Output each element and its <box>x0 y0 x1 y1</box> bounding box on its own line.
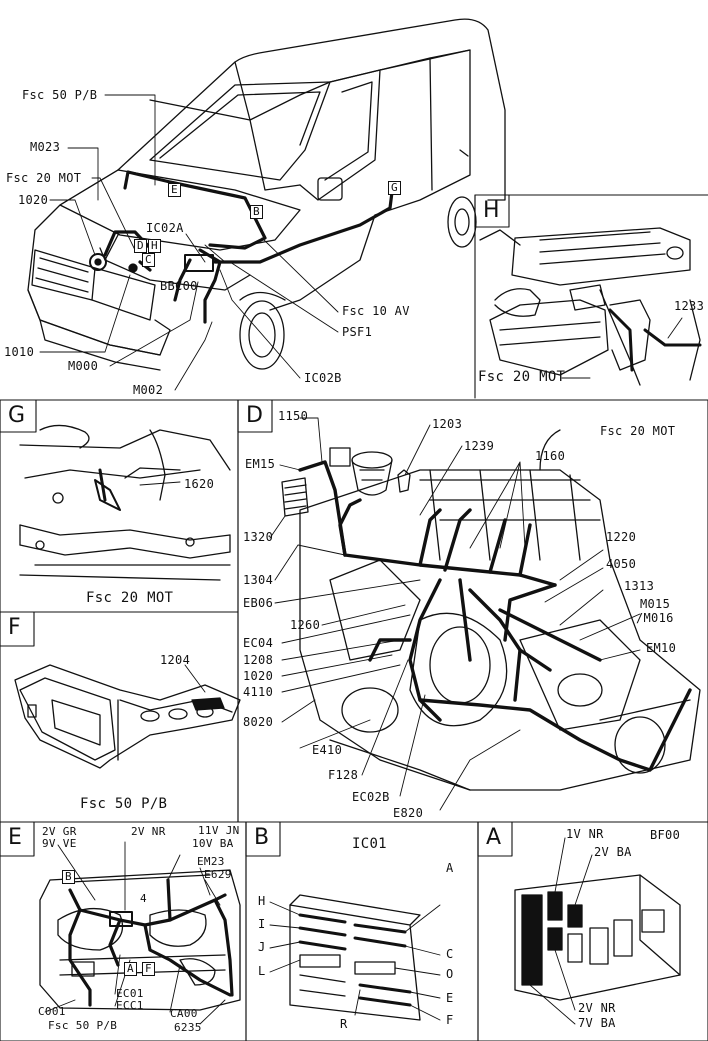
label-d-e820: E820 <box>393 806 424 820</box>
label-b-j: J <box>258 940 266 954</box>
tag-h: H <box>148 239 161 253</box>
tag-e-b: B <box>62 870 75 884</box>
label-a-1vnr: 1V NR <box>566 827 604 841</box>
panel-a-letter: A <box>486 825 502 850</box>
label-1620: 1620 <box>184 477 215 491</box>
panel-f-drawing <box>14 664 241 769</box>
label-b-f: F <box>446 1013 454 1027</box>
panel-d-title: Fsc 20 MOT <box>600 424 676 438</box>
label-1010: 1010 <box>4 345 35 359</box>
label-fsc50pb: Fsc 50 P/B <box>22 88 98 102</box>
label-d-m016: /M016 <box>636 611 674 625</box>
panel-h-caption: Fsc 20 MOT <box>478 369 566 385</box>
label-d-4050: 4050 <box>606 557 637 571</box>
panel-f-letter: F <box>8 615 21 640</box>
tag-g: G <box>388 181 401 195</box>
label-d-1220: 1220 <box>606 530 637 544</box>
panel-d-letter: D <box>246 403 263 428</box>
label-ic02b: IC02B <box>304 371 342 385</box>
label-m002: M002 <box>133 383 164 397</box>
label-b-a: A <box>446 861 454 875</box>
panel-b-letter: B <box>254 825 270 850</box>
label-b-h: H <box>258 894 266 908</box>
panel-g-caption: Fsc 20 MOT <box>86 590 174 606</box>
label-d-1150: 1150 <box>278 409 309 423</box>
panel-h-letter: H <box>483 198 500 223</box>
label-b-c: C <box>446 947 454 961</box>
label-d-1260: 1260 <box>290 618 321 632</box>
tag-e: E <box>168 183 181 197</box>
tag-e-f: F <box>142 962 155 976</box>
label-b-l: L <box>258 964 266 978</box>
label-psf1: PSF1 <box>342 325 373 339</box>
label-1204: 1204 <box>160 653 191 667</box>
label-e-fsc50pb: Fsc 50 P/B <box>48 1019 118 1032</box>
label-e-4: 4 <box>140 892 147 905</box>
label-1233: 1233 <box>674 299 705 313</box>
label-e-2vgr: 2V GR <box>42 825 77 838</box>
label-d-e410: E410 <box>312 743 343 757</box>
label-d-1313: 1313 <box>624 579 655 593</box>
label-e-e629: E629 <box>204 868 232 881</box>
tag-c: C <box>142 253 155 267</box>
label-e-2vnr: 2V NR <box>131 825 166 838</box>
label-b-r: R <box>340 1017 348 1031</box>
label-bbc00: BBC00 <box>160 279 198 293</box>
label-b-o: O <box>446 967 454 981</box>
van-drawing <box>27 18 506 371</box>
label-e-ecc1: ECC1 <box>116 999 144 1012</box>
panel-b-title: IC01 <box>352 836 387 852</box>
label-e-c001: C001 <box>38 1005 66 1018</box>
panel-a-drawing <box>514 837 681 1025</box>
label-d-4110: 4110 <box>243 685 274 699</box>
label-a-7vba: 7V BA <box>578 1016 616 1030</box>
panel-f-caption: Fsc 50 P/B <box>80 796 168 812</box>
panel-b-drawing <box>269 894 441 1021</box>
label-fsc20mot: Fsc 20 MOT <box>6 171 82 185</box>
label-d-1203: 1203 <box>432 417 463 431</box>
label-d-1160: 1160 <box>535 449 566 463</box>
label-e-em23: EM23 <box>197 855 225 868</box>
label-d-8020: 8020 <box>243 715 274 729</box>
label-fsc10av: Fsc 10 AV <box>342 304 410 318</box>
label-d-1320: 1320 <box>243 530 274 544</box>
label-d-1208: 1208 <box>243 653 274 667</box>
label-e-ca00: CA00 <box>170 1007 198 1020</box>
label-a-2vba: 2V BA <box>594 845 632 859</box>
label-1020: 1020 <box>18 193 49 207</box>
label-e-ec01: EC01 <box>116 987 144 1000</box>
label-d-em10: EM10 <box>646 641 677 655</box>
label-d-f128: F128 <box>328 768 359 782</box>
tag-d: D <box>134 239 147 253</box>
label-a-2vnr: 2V NR <box>578 1001 616 1015</box>
panel-a-title: BF00 <box>650 828 681 842</box>
panel-e-letter: E <box>8 825 22 850</box>
label-e-9vve: 9V VE <box>42 837 77 850</box>
label-m000: M000 <box>68 359 99 373</box>
label-d-em15: EM15 <box>245 457 276 471</box>
panel-g-drawing <box>19 424 231 581</box>
tag-e-a: A <box>124 962 137 976</box>
label-d-1239: 1239 <box>464 439 495 453</box>
label-d-ec02b: EC02B <box>352 790 390 804</box>
label-b-e: E <box>446 991 454 1005</box>
label-d-m015: M015 <box>640 597 671 611</box>
label-d-1304: 1304 <box>243 573 274 587</box>
label-d-eb06: EB06 <box>243 596 274 610</box>
label-b-i: I <box>258 917 266 931</box>
label-e-11vjn: 11V JN <box>198 824 240 837</box>
panel-e-drawing <box>39 841 241 1025</box>
label-m023: M023 <box>30 140 61 154</box>
panel-g-letter: G <box>8 403 26 428</box>
panel-d-drawing <box>269 417 701 811</box>
label-e-10vba: 10V BA <box>192 837 234 850</box>
label-d-1020: 1020 <box>243 669 274 683</box>
label-d-ec04: EC04 <box>243 636 274 650</box>
panel-h-drawing <box>479 227 702 386</box>
label-ic02a: IC02A <box>146 221 184 235</box>
tag-b: B <box>250 205 263 219</box>
label-e-6235: 6235 <box>174 1021 202 1034</box>
